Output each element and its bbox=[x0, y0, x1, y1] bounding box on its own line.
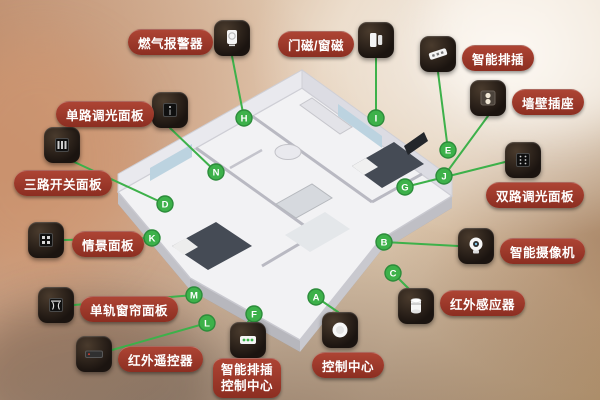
plan-marker: L bbox=[198, 314, 216, 332]
label-control-center: 控制中心 bbox=[312, 352, 385, 378]
label-ir-sensor: 红外感应器 bbox=[440, 290, 526, 316]
plan-marker: E bbox=[439, 141, 457, 159]
label-scene-panel: 情景面板 bbox=[72, 231, 145, 257]
svg-text:M: M bbox=[190, 291, 198, 302]
svg-text:G: G bbox=[401, 183, 408, 194]
wall-socket-icon bbox=[470, 80, 506, 116]
three-way-switch-icon bbox=[44, 127, 80, 163]
label-wall-socket: 墙壁插座 bbox=[512, 89, 585, 115]
plan-marker: D bbox=[156, 195, 174, 213]
svg-text:A: A bbox=[313, 293, 320, 304]
dual-dimmer-panel-icon bbox=[505, 142, 541, 178]
ir-sensor-icon bbox=[398, 288, 434, 324]
smart-camera-icon bbox=[458, 228, 494, 264]
svg-text:F: F bbox=[251, 310, 257, 321]
svg-text:J: J bbox=[441, 172, 446, 183]
scene-panel-icon bbox=[28, 222, 64, 258]
label-dual-dimmer-panel: 双路调光面板 bbox=[486, 182, 585, 208]
label-smart-camera: 智能摄像机 bbox=[500, 238, 586, 264]
curtain-panel-icon bbox=[38, 287, 74, 323]
svg-text:E: E bbox=[445, 146, 451, 157]
control-center-icon bbox=[322, 312, 358, 348]
plan-marker: N bbox=[207, 163, 225, 181]
tv bbox=[404, 132, 428, 155]
plan-markers: H I E J N D K G B M C L F A bbox=[143, 109, 457, 332]
svg-text:D: D bbox=[162, 200, 169, 211]
furniture bbox=[172, 97, 428, 270]
isometric-floorplan bbox=[116, 69, 454, 352]
window bbox=[338, 104, 382, 148]
plan-marker: M bbox=[185, 286, 203, 304]
plan-marker: B bbox=[375, 233, 393, 251]
plan-marker: F bbox=[245, 305, 263, 323]
svg-text:N: N bbox=[213, 168, 220, 179]
plan-marker: H bbox=[235, 109, 253, 127]
plan-marker: A bbox=[307, 288, 325, 306]
svg-text:H: H bbox=[241, 114, 248, 125]
single-dimmer-panel-icon bbox=[152, 92, 188, 128]
gas-alarm-icon bbox=[214, 20, 250, 56]
svg-text:K: K bbox=[149, 234, 156, 245]
smart-power-strip-icon bbox=[420, 36, 456, 72]
label-door-window-sensor: 门磁/窗磁 bbox=[278, 31, 354, 57]
label-curtain-panel: 单轨窗帘面板 bbox=[80, 296, 179, 322]
label-ir-remote: 红外遥控器 bbox=[118, 346, 204, 372]
strip-control-center-icon bbox=[230, 322, 266, 358]
svg-text:I: I bbox=[375, 114, 378, 125]
svg-text:C: C bbox=[390, 269, 397, 280]
svg-text:L: L bbox=[204, 319, 210, 330]
window bbox=[150, 144, 192, 181]
label-three-way-switch: 三路开关面板 bbox=[14, 170, 113, 196]
plan-marker: I bbox=[367, 109, 385, 127]
label-single-dimmer-panel: 单路调光面板 bbox=[56, 101, 155, 127]
plan-marker: J bbox=[435, 167, 453, 185]
plan-marker: K bbox=[143, 229, 161, 247]
ir-remote-icon bbox=[76, 336, 112, 372]
svg-text:B: B bbox=[381, 238, 388, 249]
label-strip-control-center: 智能排插 控制中心 bbox=[213, 358, 282, 398]
door-window-sensor-icon bbox=[358, 22, 394, 58]
plan-marker: G bbox=[396, 178, 414, 196]
plan-marker: C bbox=[384, 264, 402, 282]
label-smart-power-strip: 智能排插 bbox=[462, 45, 535, 71]
label-gas-alarm: 燃气报警器 bbox=[128, 29, 214, 55]
